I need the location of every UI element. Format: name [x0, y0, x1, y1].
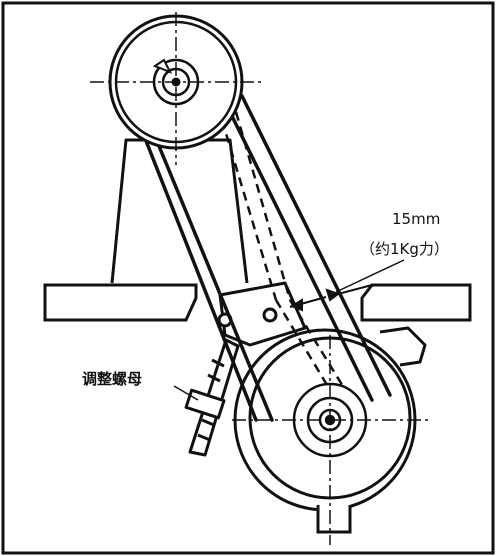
v-belt-deflected — [220, 111, 346, 391]
center-lines — [90, 12, 432, 545]
deflection-label: 15mm — [392, 210, 440, 228]
motor-bracket — [217, 281, 427, 367]
force-label: （约1Kg力） — [360, 240, 449, 258]
adjust-screw — [184, 338, 240, 457]
leader-lines — [173, 259, 405, 401]
mounting-plate — [43, 283, 472, 322]
deflection-arrows — [289, 284, 373, 312]
upper-support-bracket — [110, 138, 249, 284]
v-belt — [124, 88, 392, 422]
adjust-nut-label: 调整螺母 — [82, 370, 142, 388]
